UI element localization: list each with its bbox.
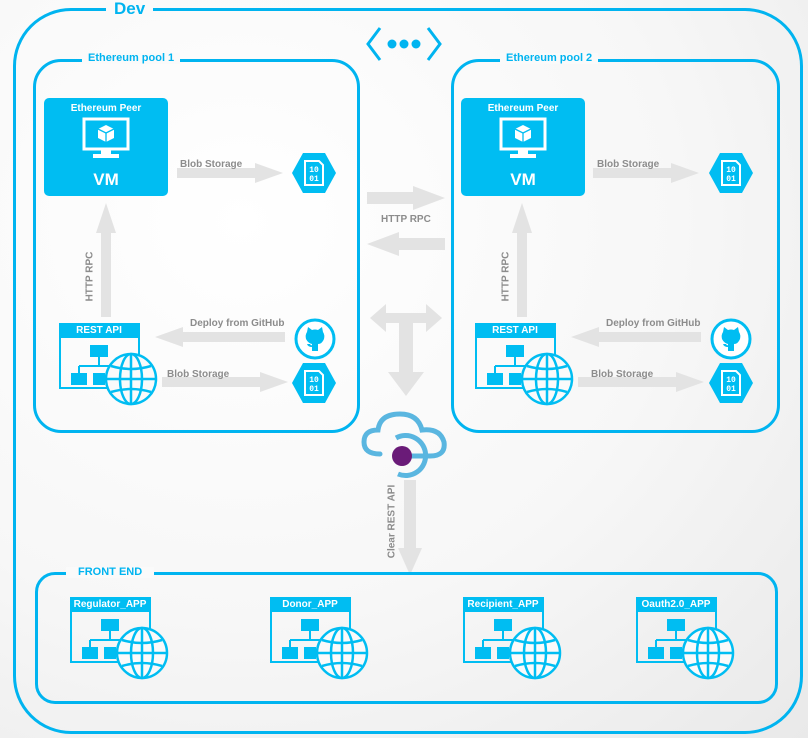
github-icon[interactable] <box>294 318 336 360</box>
blob-text-1: 10 <box>726 166 736 175</box>
blob-storage-icon[interactable]: 10 01 <box>709 363 753 403</box>
web-app-icon <box>70 597 169 680</box>
app-label: Recipient_APP <box>463 597 543 612</box>
github-icon[interactable] <box>710 318 752 360</box>
vm-label: VM <box>93 170 119 189</box>
ethereum-peer-vm-1[interactable]: Ethereum Peer VM <box>44 98 168 196</box>
arrow-down <box>398 480 422 575</box>
blob-text-2: 01 <box>309 175 319 184</box>
blob-storage-label: Blob Storage <box>591 369 654 380</box>
donor-app[interactable]: Donor_APP <box>270 597 369 680</box>
api-management-cloud-icon[interactable] <box>360 408 452 480</box>
http-rpc-label: HTTP RPC <box>500 251 512 302</box>
rest-api-1[interactable]: REST API <box>59 323 158 406</box>
web-app-icon <box>270 597 369 680</box>
front-end-frame <box>35 572 778 704</box>
ethereum-pool-2-frame <box>451 59 780 433</box>
app-label: Regulator_APP <box>70 597 150 612</box>
bidirectional-arrow <box>370 304 442 396</box>
clear-rest-api-label: Clear REST API <box>386 484 398 559</box>
web-app-icon <box>636 597 735 680</box>
rest-api-label: REST API <box>475 323 555 338</box>
arrow-left <box>571 327 701 347</box>
dev-label: Dev <box>106 0 154 17</box>
arrow-up <box>96 203 116 317</box>
rest-api-label: REST API <box>59 323 139 338</box>
http-rpc-label: HTTP RPC <box>84 251 96 302</box>
blob-text-2: 01 <box>726 385 736 394</box>
arrow-right <box>593 163 699 183</box>
regulator-app[interactable]: Regulator_APP <box>70 597 169 680</box>
deploy-from-github-label: Deploy from GitHub <box>606 318 701 329</box>
app-label: Donor_APP <box>270 597 350 612</box>
vm-label: VM <box>510 170 536 189</box>
recipient-app[interactable]: Recipient_APP <box>463 597 562 680</box>
web-app-icon <box>475 323 574 406</box>
blob-storage-label: Blob Storage <box>167 369 230 380</box>
front-end-label: FRONT END <box>66 567 155 578</box>
blob-storage-label: Blob Storage <box>180 159 243 170</box>
ethereum-pool-1-frame <box>33 59 360 433</box>
blob-storage-icon[interactable]: 10 01 <box>292 363 336 403</box>
rest-api-2[interactable]: REST API <box>475 323 574 406</box>
arrow-right <box>367 186 445 210</box>
ethereum-pool-2-label: Ethereum pool 2 <box>500 53 599 64</box>
ethereum-peer-title: Ethereum Peer <box>70 103 142 114</box>
blob-storage-icon[interactable]: 10 01 <box>292 153 336 193</box>
ethereum-peer-vm-2[interactable]: Ethereum Peer VM <box>461 98 585 196</box>
blob-text-1: 10 <box>309 166 319 175</box>
arrow-left <box>367 232 445 256</box>
arrow-right <box>578 372 704 392</box>
virtual-network-icon <box>366 27 442 61</box>
monitor-icon <box>499 117 547 158</box>
app-label: Oauth2.0_APP <box>636 597 716 612</box>
monitor-icon <box>82 117 130 158</box>
web-app-icon <box>463 597 562 680</box>
blob-storage-icon[interactable]: 10 01 <box>709 153 753 193</box>
blob-text-2: 01 <box>309 385 319 394</box>
dev-frame <box>13 8 803 734</box>
ethereum-pool-1-label: Ethereum pool 1 <box>82 53 181 64</box>
arrow-right <box>177 163 283 183</box>
deploy-from-github-label: Deploy from GitHub <box>190 318 285 329</box>
http-rpc-between-label: HTTP RPC <box>381 214 431 225</box>
arrow-up <box>512 203 532 317</box>
blob-text-1: 10 <box>309 376 319 385</box>
ethereum-peer-title: Ethereum Peer <box>487 103 559 114</box>
arrow-left <box>155 327 285 347</box>
arrow-right <box>162 372 288 392</box>
blob-text-1: 10 <box>726 376 736 385</box>
blob-text-2: 01 <box>726 175 736 184</box>
blob-storage-label: Blob Storage <box>597 159 660 170</box>
web-app-icon <box>59 323 158 406</box>
oauth-app[interactable]: Oauth2.0_APP <box>636 597 735 680</box>
